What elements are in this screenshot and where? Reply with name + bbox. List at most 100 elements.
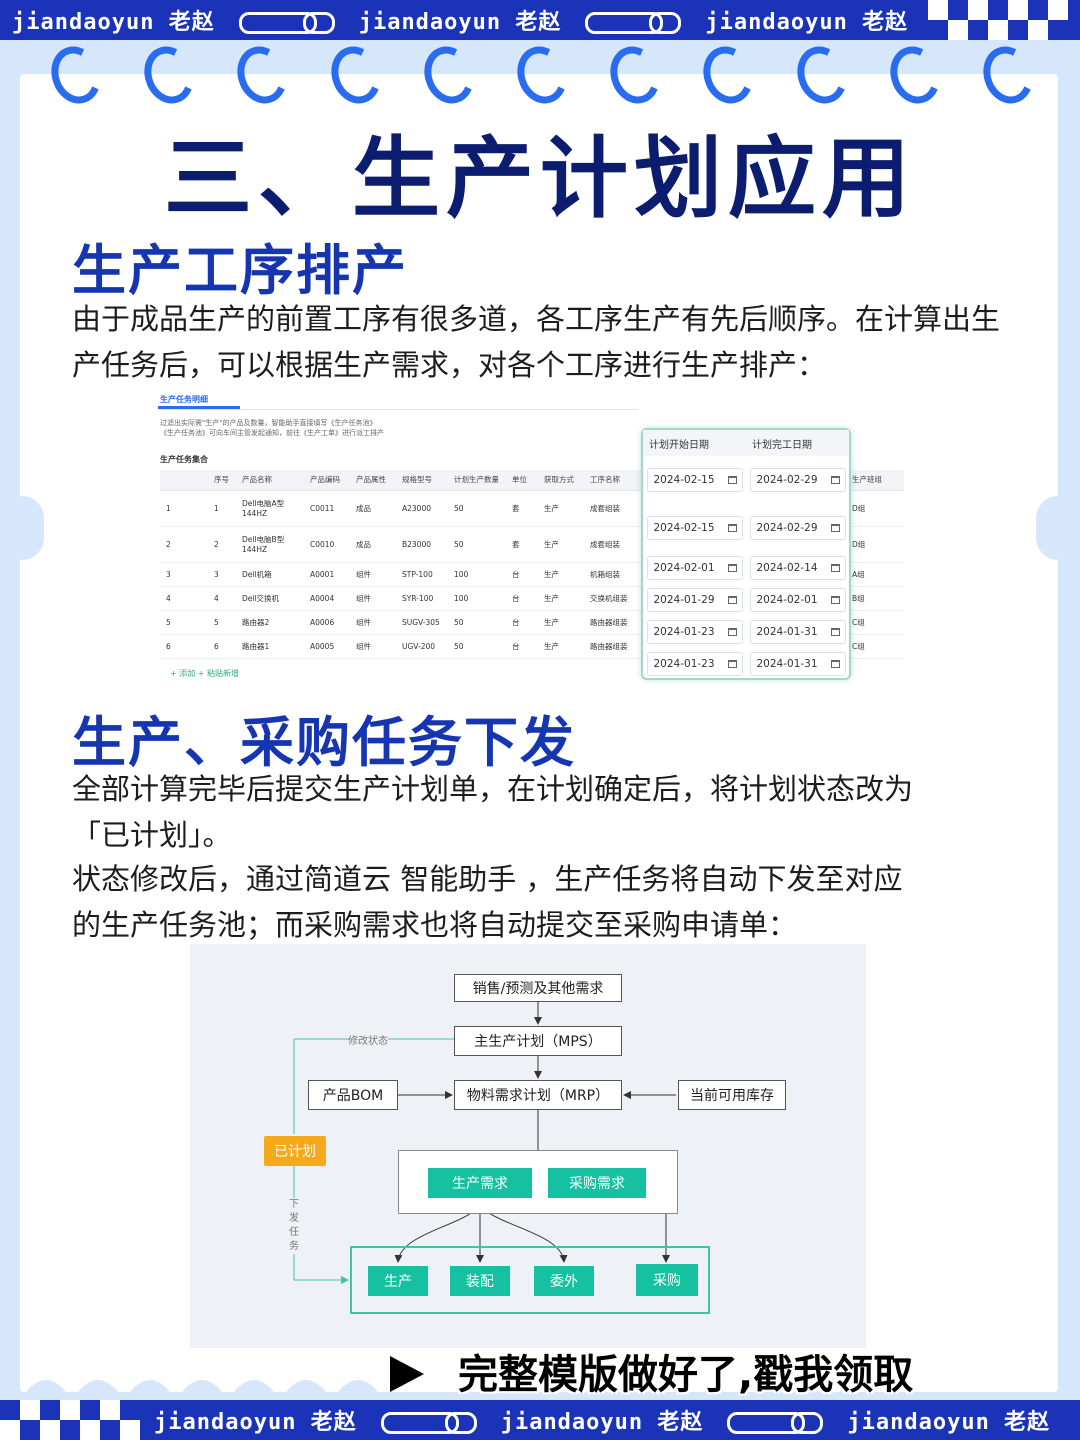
table-cell: 成套组装	[584, 526, 636, 563]
tab-task-detail[interactable]: 生产任务明细	[160, 395, 208, 404]
start-date-field[interactable]: 2024-02-15	[646, 516, 743, 540]
text-line: 状态修改后，通过简道云 智能助手 ，生产任务将自动下发至对应	[72, 862, 903, 896]
page-title: 三、生产计划应用	[163, 127, 916, 230]
divider	[158, 409, 638, 410]
calendar-icon[interactable]	[727, 524, 737, 532]
calendar-icon[interactable]	[830, 476, 840, 484]
table-cell: C组	[846, 634, 904, 659]
date-value: 2024-02-01	[756, 594, 818, 606]
calendar-icon[interactable]	[727, 596, 737, 604]
table-cell: 生产	[538, 634, 584, 659]
table-cell: Dell电脑A型144HZ	[236, 490, 304, 527]
calendar-icon[interactable]	[727, 628, 737, 636]
date-value: 2024-02-15	[653, 522, 715, 534]
table-cell: Dell电脑B型144HZ	[236, 526, 304, 563]
ring-icon	[695, 39, 761, 111]
end-date-field[interactable]: 2024-01-31	[749, 652, 846, 676]
table-cell: 组件	[350, 610, 396, 635]
table-cell: B23000	[396, 526, 448, 563]
brand-text: jiandaoyun 老赵	[847, 1410, 1051, 1435]
end-date-field[interactable]: 2024-02-29	[749, 516, 846, 540]
end-date-field[interactable]: 2024-02-01	[749, 588, 846, 612]
pill-icon	[238, 10, 335, 34]
production-demand-node: 生产需求	[428, 1168, 532, 1198]
column-header: 产品编码	[304, 470, 350, 491]
purchase-demand-node: 采购需求	[548, 1168, 646, 1198]
table-cell: 台	[506, 586, 538, 611]
table-cell: 2	[160, 526, 208, 563]
calendar-icon[interactable]	[830, 596, 840, 604]
start-date-header: 计划开始日期	[649, 439, 709, 451]
calendar-icon[interactable]	[830, 628, 840, 636]
section-text-dispatch-1: 全部计算完毕后提交生产计划单，在计划确定后，将计划状态改为 「已计划」。	[72, 766, 1022, 858]
ring-icon	[136, 39, 202, 111]
ring-icon	[323, 39, 389, 111]
table-set-title: 生产任务集合	[160, 455, 208, 464]
checker-pattern	[0, 1400, 140, 1440]
start-date-field[interactable]: 2024-02-01	[646, 556, 743, 580]
end-date-field[interactable]: 2024-02-29	[749, 468, 846, 492]
table-cell: 1	[208, 490, 236, 527]
note-line: 《生产任务池》可向车间主管发起通知，前往《生产工单》进行派工排产	[160, 429, 384, 437]
table-cell: 5	[160, 610, 208, 635]
start-date-field[interactable]: 2024-01-23	[646, 652, 743, 676]
calendar-icon[interactable]	[727, 476, 737, 484]
calendar-icon[interactable]	[830, 564, 840, 572]
planned-status-badge: 已计划	[264, 1136, 326, 1166]
calendar-icon[interactable]	[830, 660, 840, 668]
table-cell: 路由器组装	[584, 634, 636, 659]
table-cell: 3	[208, 562, 236, 587]
table-cell: 成品	[350, 526, 396, 563]
mrp-box: 物料需求计划（MRP）	[454, 1080, 622, 1110]
table-cell: 50	[448, 490, 506, 527]
ring-icon	[509, 39, 575, 111]
table-cell: 组件	[350, 586, 396, 611]
date-row: 2024-01-29 2024-02-01	[643, 588, 849, 612]
calendar-icon[interactable]	[830, 524, 840, 532]
section-heading-dispatch: 生产、采购任务下发	[72, 711, 576, 774]
table-cell: A0004	[304, 586, 350, 611]
date-value: 2024-02-01	[653, 562, 715, 574]
ring-icon	[882, 39, 948, 111]
table-cell: A0001	[304, 562, 350, 587]
table-cell: C0011	[304, 490, 350, 527]
calendar-icon[interactable]	[727, 564, 737, 572]
column-header: 计划生产数量	[448, 470, 506, 491]
add-row-button[interactable]: + 添加 + 粘贴新增	[170, 669, 240, 678]
table-cell: 50	[448, 610, 506, 635]
end-date-field[interactable]: 2024-02-14	[749, 556, 846, 580]
start-date-field[interactable]: 2024-01-23	[646, 620, 743, 644]
table-cell: 生产	[538, 490, 584, 527]
cta-banner[interactable]: 完整模版做好了,戳我领取	[390, 1342, 1070, 1398]
cta-text: 完整模版做好了,戳我领取	[458, 1352, 914, 1398]
end-date-field[interactable]: 2024-01-31	[749, 620, 846, 644]
column-header: 规格型号	[396, 470, 448, 491]
table-cell: 4	[208, 586, 236, 611]
table-cell: 100	[448, 586, 506, 611]
table-cell: A0005	[304, 634, 350, 659]
start-date-field[interactable]: 2024-01-29	[646, 588, 743, 612]
brand-text: jiandaoyun 老赵	[358, 10, 562, 35]
table-cell: 5	[208, 610, 236, 635]
calendar-icon[interactable]	[727, 660, 737, 668]
table-cell: 3	[160, 562, 208, 587]
brand-text: jiandaoyun 老赵	[12, 10, 215, 35]
table-cell: 100	[448, 562, 506, 587]
table-cell: 组件	[350, 634, 396, 659]
table-cell: SYR-100	[396, 586, 448, 611]
text-line: 全部计算完毕后提交生产计划单，在计划确定后，将计划状态改为	[72, 772, 914, 806]
date-value: 2024-02-14	[756, 562, 818, 574]
section-text-dispatch-2: 状态修改后，通过简道云 智能助手 ，生产任务将自动下发至对应 的生产任务池；而采…	[72, 856, 1022, 948]
task-pool-frame	[350, 1246, 710, 1314]
table-cell: 4	[160, 586, 208, 611]
table-cell: C0010	[304, 526, 350, 563]
date-value: 2024-02-29	[756, 474, 818, 486]
table-cell: A23000	[396, 490, 448, 527]
start-date-field[interactable]: 2024-02-15	[646, 468, 743, 492]
text-line: 「已计划」。	[72, 818, 232, 852]
date-row: 2024-02-15 2024-02-29	[643, 468, 849, 492]
table-cell: 6	[208, 634, 236, 659]
ring-icon	[229, 39, 295, 111]
